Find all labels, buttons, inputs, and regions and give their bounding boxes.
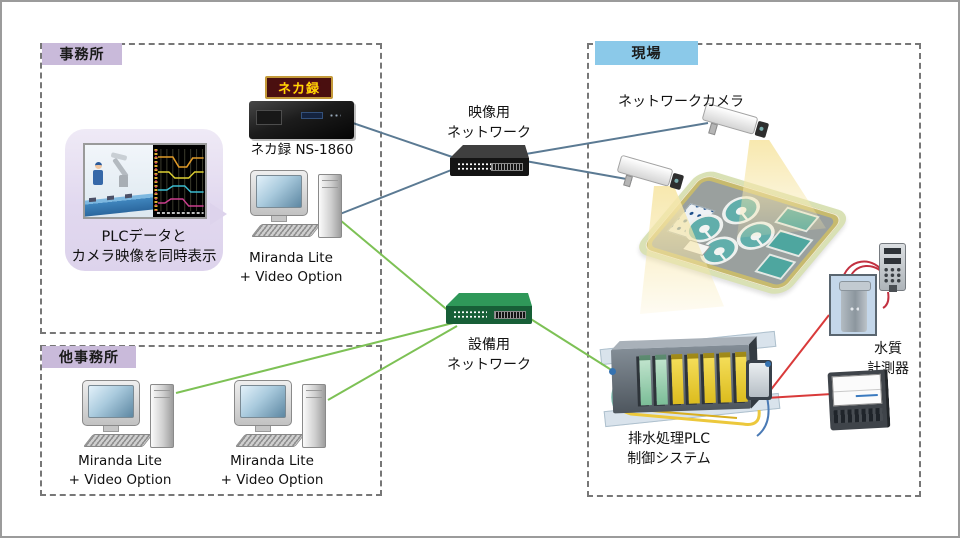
plc-label: 排水処理PLC 制御システム [627, 431, 711, 467]
equip-link-switch-plc [525, 315, 614, 372]
recorder-display [301, 112, 323, 119]
water-quality-illustration: 水質 計測器 [820, 240, 926, 390]
recorder-label: ネカ録 NS-1860 [250, 142, 354, 158]
handheld-meter [879, 243, 906, 292]
recorder-leds [329, 113, 341, 118]
factory-scene-illustration [85, 145, 154, 217]
office-section-label: 事務所 [42, 43, 122, 65]
conveyor-belt [85, 192, 154, 217]
video-network-label: 映像用 ネットワーク [447, 105, 531, 141]
hmi-screen [831, 373, 883, 407]
network-cameras-label: ネットワークカメラ [618, 94, 744, 110]
signal-link-plc-sensor [765, 314, 830, 397]
other-pc-1-label: Miranda Lite + Video Option [68, 453, 172, 488]
pc-keyboard [250, 224, 322, 237]
hmi-buttons [833, 407, 884, 424]
sample-tank [829, 274, 877, 336]
office-section-box [40, 43, 382, 334]
video-link-switch-camera2 [513, 122, 709, 157]
equip-link-switch-otherpc2 [327, 325, 458, 401]
video-link-switch-camera1 [513, 158, 633, 181]
callout-line1: PLCデータと [101, 229, 187, 245]
callout-bubble: PLCデータと カメラ映像を同時表示 [65, 129, 227, 271]
signal-link-plc-hmi [765, 393, 833, 399]
callout-line2: カメラ映像を同時表示 [71, 249, 217, 266]
callout-caption: PLCデータと カメラ映像を同時表示 [65, 227, 223, 268]
office-pc-label: Miranda Lite + Video Option [239, 250, 343, 285]
other-pc-2-label: Miranda Lite + Video Option [220, 453, 324, 488]
video-switch-icon [450, 145, 529, 176]
necaroku-logo: ネカ録 [265, 76, 333, 99]
plc-rack-illustration [610, 344, 752, 414]
office-pc-illustration [250, 168, 342, 246]
plc-transmitter [746, 360, 772, 400]
plc-network-port [609, 368, 616, 375]
recorder-illustration [249, 101, 354, 139]
video-link-pc-switch [339, 164, 465, 215]
worker-icon [95, 162, 102, 169]
equipment-network-label: 設備用 ネットワーク [447, 337, 531, 373]
other-office-section-label: 他事務所 [42, 346, 136, 368]
sensor-cylinder [839, 281, 871, 332]
pc-monitor [250, 170, 308, 216]
plc-camera-screenshot [83, 143, 207, 219]
equip-link-switch-otherpc1 [175, 321, 458, 394]
equip-link-pc-switch [339, 219, 458, 319]
other-office-section-box [40, 345, 382, 496]
equipment-switch-icon [446, 293, 532, 324]
site-section-box [587, 43, 921, 497]
trend-chart-screen [153, 145, 205, 217]
other-pc-2-illustration [234, 378, 326, 456]
pc-tower [318, 174, 342, 238]
hmi-monitor-illustration [827, 369, 891, 431]
other-pc-1-illustration [82, 378, 174, 456]
video-link-recorder-switch [346, 120, 465, 162]
recorder-drive-bay [256, 110, 282, 125]
site-section-label: 現場 [595, 41, 698, 65]
